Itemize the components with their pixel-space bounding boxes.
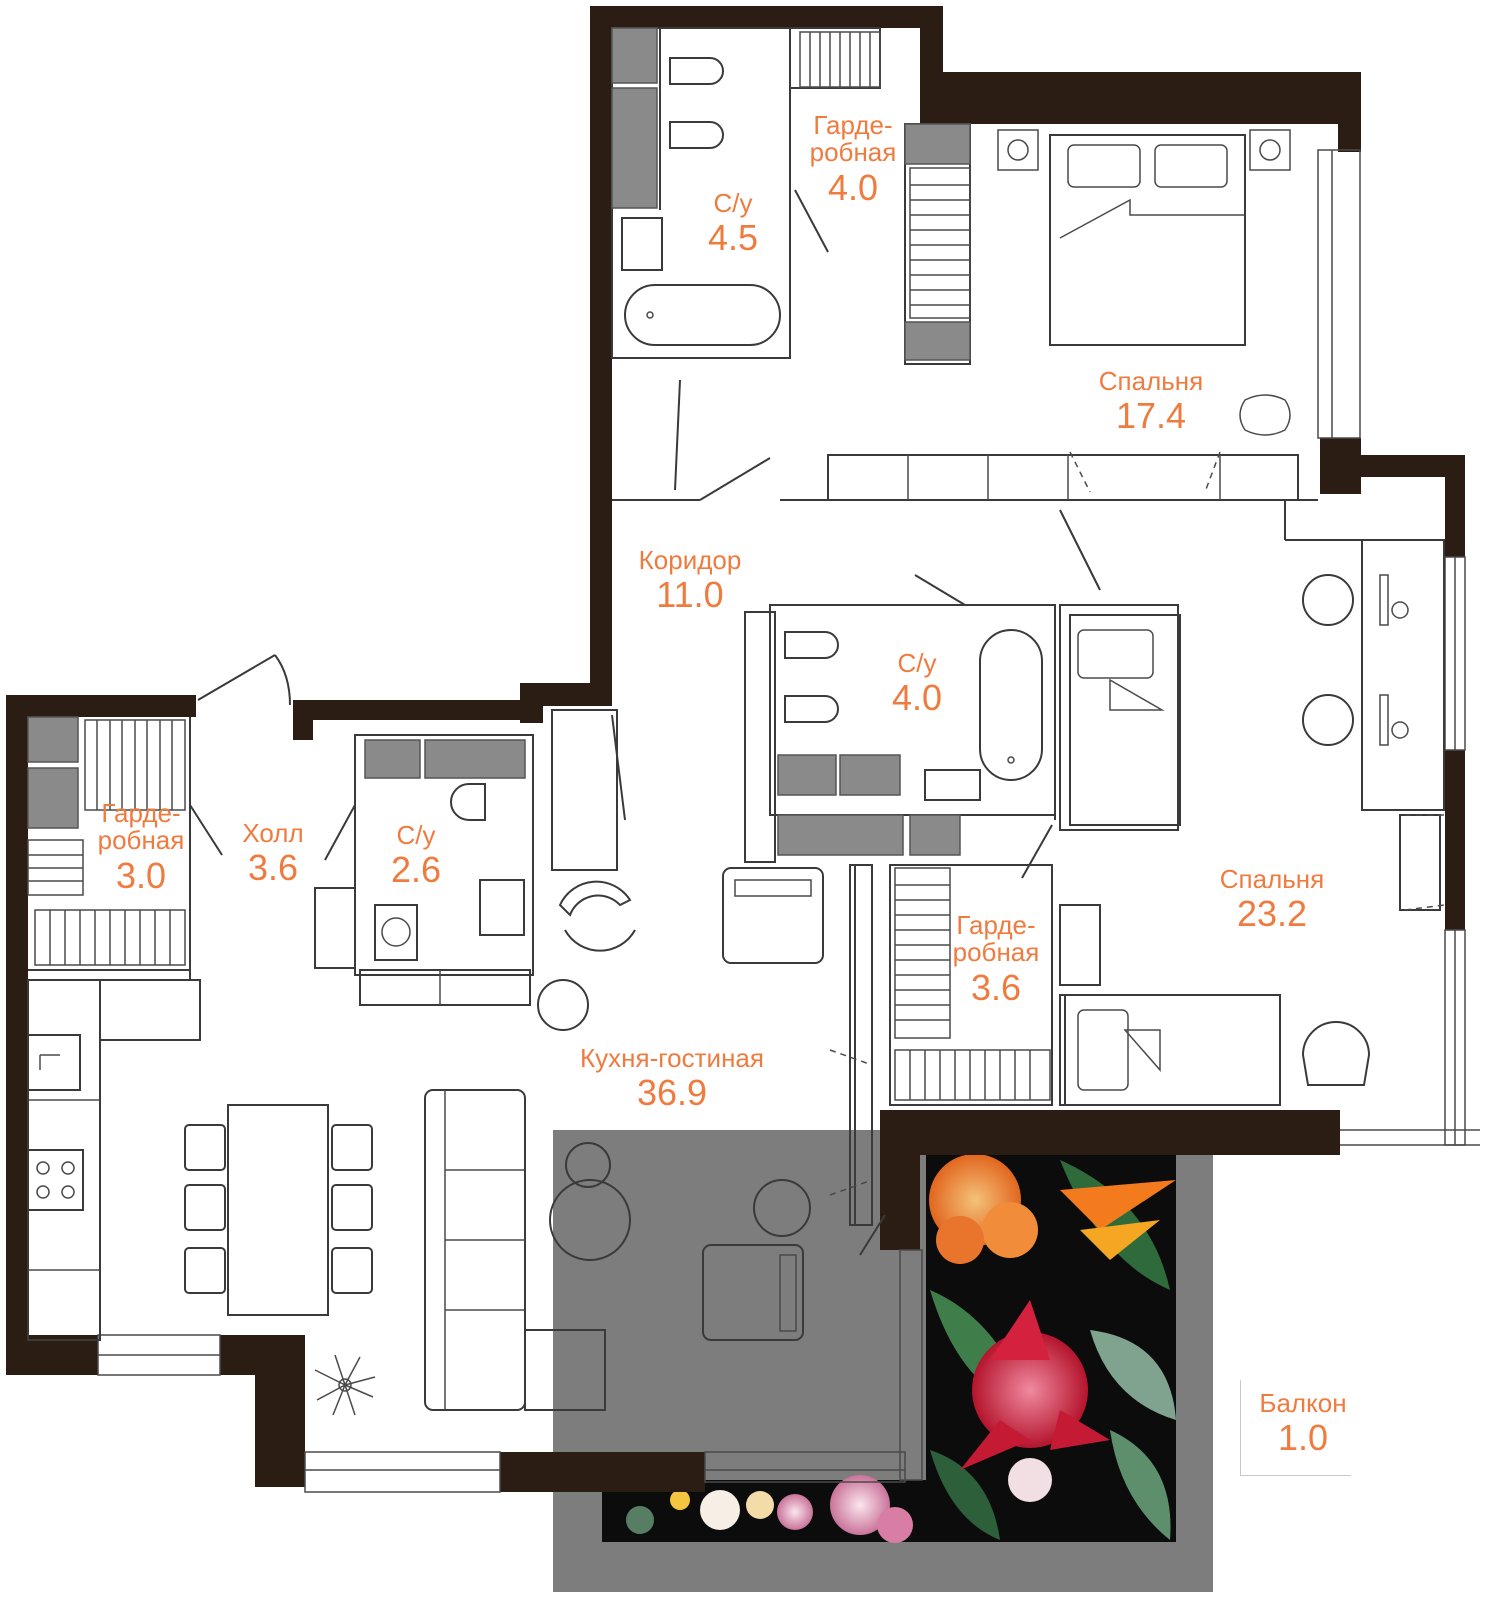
doors [189,189,1446,1256]
room-label-bathroom-top: С/у 4.5 [707,188,759,259]
room-name: С/у [897,648,937,678]
room-name: Коридор [638,545,742,575]
room-area: 4.0 [827,166,879,208]
room-area: 3.0 [115,854,167,896]
room-label-wardrobe-top: Гарде- робная 4.0 [809,110,897,208]
room-area: 1.0 [1277,1417,1329,1459]
plant-icon [314,1354,376,1416]
room-label-balcony: Балкон 1.0 [1259,1388,1347,1459]
room-area: 4.5 [707,217,759,259]
balcony-label-frame [1240,1380,1351,1476]
room-area: 3.6 [970,966,1022,1008]
room-label-wardrobe-left: Гарде- робная 3.0 [97,798,185,896]
room-name: Холл [242,818,304,848]
bathroom-fixtures [374,57,1181,961]
room-name: Спальня [1098,366,1204,396]
room-name: С/у [396,820,436,850]
room-area: 17.4 [1115,395,1187,437]
room-name: Гарде- робная [952,910,1040,968]
room-label-kitchen-living: Кухня-гостиная 36.9 [580,1043,764,1114]
room-area: 3.6 [247,847,299,889]
windows [97,149,1480,1493]
storage-blocks [27,27,971,856]
room-area: 11.0 [656,574,724,616]
room-label-bathroom-small: С/у 2.6 [390,820,442,891]
room-label-wardrobe-middle: Гарде- робная 3.6 [952,910,1040,1008]
room-area: 2.6 [390,849,442,891]
room-label-bedroom-right: Спальня 23.2 [1219,864,1325,935]
room-label-hall: Холл 3.6 [242,818,304,889]
room-name: Гарде- робная [97,798,185,856]
wardrobe-slats [27,31,1051,1101]
room-label-corridor: Коридор 11.0 [638,545,742,616]
room-name: С/у [713,188,753,218]
room-area: 36.9 [636,1072,708,1114]
room-name: Балкон [1259,1388,1347,1418]
tropical-flowers-image [626,1154,1176,1543]
room-area: 23.2 [1236,893,1308,935]
room-area: 4.0 [891,677,943,719]
room-label-bedroom-top: Спальня 17.4 [1098,366,1204,437]
walls [6,6,1465,1492]
room-label-bathroom-middle: С/у 4.0 [891,648,943,719]
room-name: Кухня-гостиная [580,1043,764,1073]
room-name: Спальня [1219,864,1325,894]
furniture [27,129,1441,1416]
room-name: Гарде- робная [809,110,897,168]
